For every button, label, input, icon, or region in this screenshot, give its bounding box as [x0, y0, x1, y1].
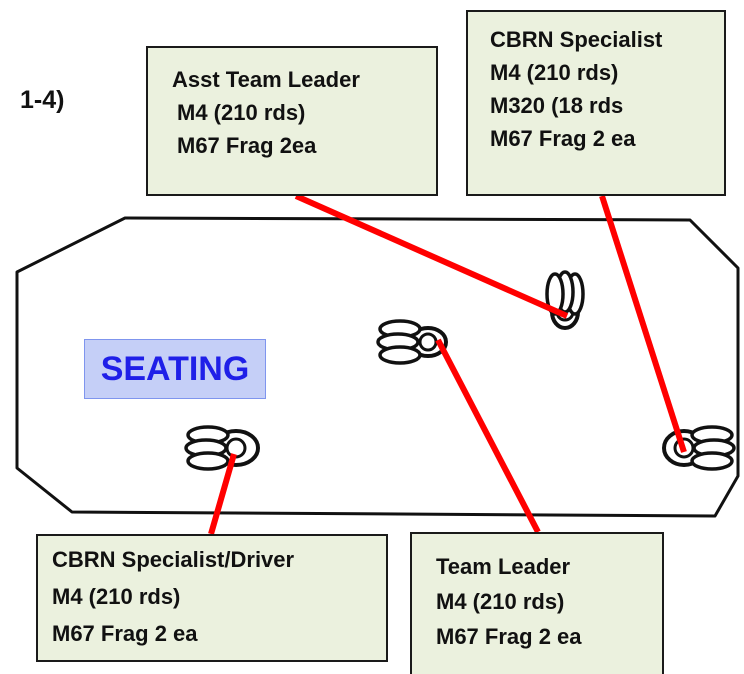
cbrn-specialist-driver-seat-icon	[184, 425, 260, 471]
callout-ammo: M67 Frag 2 ea	[436, 624, 582, 649]
team-leader-callout: Team Leader M4 (210 rds) M67 Frag 2 ea	[410, 532, 664, 674]
callout-weapon-secondary: M320 (18 rds	[490, 93, 624, 118]
cbrn-specialist-driver-callout: CBRN Specialist/Driver M4 (210 rds) M67 …	[36, 534, 388, 662]
callout-title: Team Leader	[436, 554, 571, 579]
asst-team-leader-seat-icon	[545, 270, 585, 330]
callout-weapon: M4 (210 rds)	[52, 584, 181, 609]
team-leader-seat-icon	[376, 319, 448, 365]
team-leader-leader-line	[435, 338, 541, 534]
callout-title: Asst Team Leader	[172, 67, 360, 92]
cbrn-specialist-seat-icon	[662, 425, 736, 471]
callout-ammo: M67 Frag 2 ea	[52, 621, 198, 646]
cbrn-specialist-leader-line	[599, 195, 687, 453]
asst-team-leader-callout: Asst Team Leader M4 (210 rds) M67 Frag 2…	[146, 46, 438, 196]
callout-weapon: M4 (210 rds)	[436, 589, 565, 614]
cbrn-specialist-driver-leader-line	[208, 453, 237, 535]
callout-weapon: M4 (210 rds)	[490, 60, 619, 85]
callout-title: CBRN Specialist/Driver	[52, 547, 295, 572]
seating-label: SEATING	[84, 339, 266, 399]
figure-label: 1-4)	[20, 86, 65, 114]
callout-title: CBRN Specialist	[490, 27, 663, 52]
callout-ammo: M67 Frag 2 ea	[490, 126, 636, 151]
cbrn-specialist-callout: CBRN Specialist M4 (210 rds) M320 (18 rd…	[466, 10, 726, 196]
callout-ammo: M67 Frag 2ea	[177, 133, 317, 158]
asst-team-leader-leader-line	[294, 193, 569, 319]
callout-weapon: M4 (210 rds)	[177, 100, 306, 125]
